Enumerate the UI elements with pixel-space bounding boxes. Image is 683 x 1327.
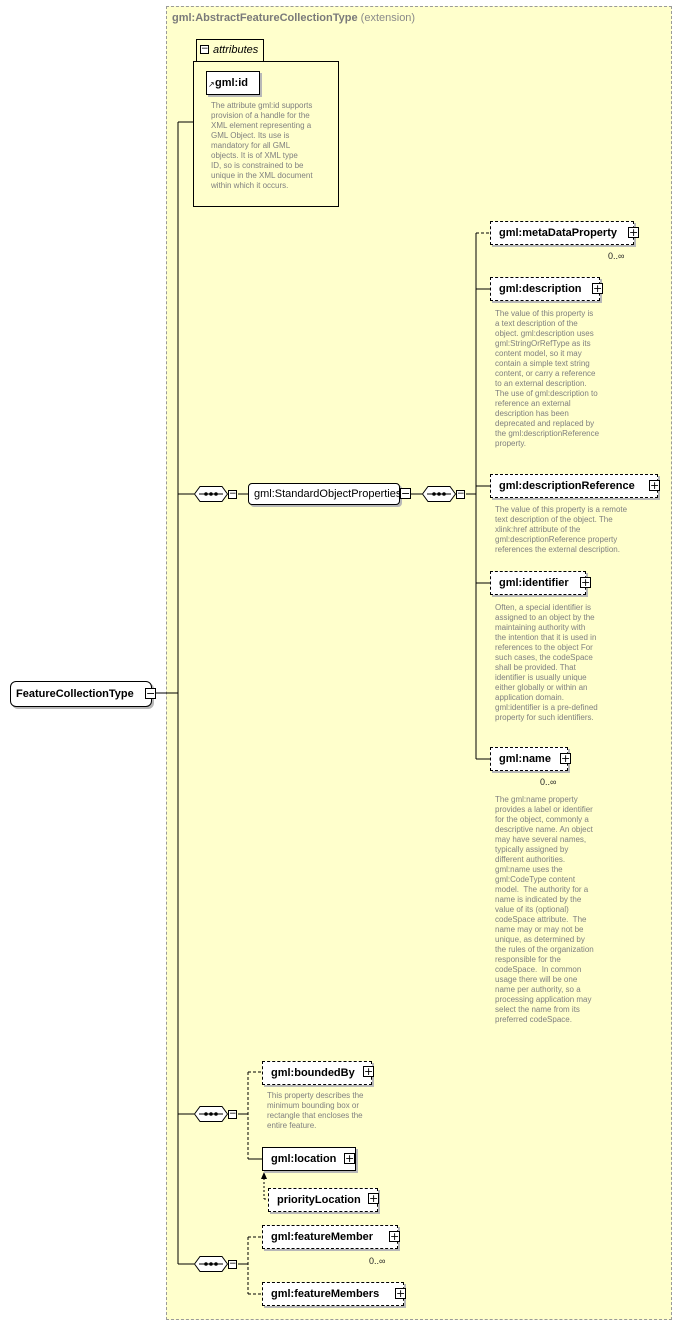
- element-label: gml:featureMembers: [271, 1288, 380, 1300]
- expand-icon[interactable]: +: [560, 752, 571, 765]
- sequence-compositor-icon[interactable]: [422, 486, 456, 502]
- group-label: gml:StandardObjectProperties: [254, 488, 402, 500]
- element-description[interactable]: gml:description: [490, 277, 600, 301]
- element-description-doc: The value of this property is a text des…: [495, 309, 600, 448]
- root-label: FeatureCollectionType: [16, 688, 134, 700]
- collapse-icon[interactable]: −: [228, 1109, 237, 1119]
- element-label: gml:boundedBy: [271, 1067, 355, 1079]
- element-name-doc: The gml:name property provides a label o…: [495, 795, 594, 1024]
- element-priority-location[interactable]: priorityLocation: [268, 1188, 378, 1212]
- extension-title: gml:AbstractFeatureCollectionType (exten…: [172, 12, 415, 24]
- expand-icon[interactable]: +: [395, 1287, 406, 1300]
- element-location[interactable]: gml:location: [262, 1147, 356, 1171]
- expand-icon[interactable]: +: [363, 1065, 374, 1078]
- element-feature-member[interactable]: gml:featureMember: [262, 1225, 398, 1249]
- collapse-icon[interactable]: −: [145, 687, 156, 700]
- element-label: gml:identifier: [499, 577, 569, 589]
- attribute-gml-id-label: gml:id: [215, 77, 248, 89]
- sequence-compositor-icon[interactable]: [194, 1106, 228, 1122]
- element-label: gml:descriptionReference: [499, 480, 635, 492]
- collapse-icon[interactable]: −: [200, 44, 209, 54]
- element-bounded-by-doc: This property describes the minimum boun…: [267, 1091, 364, 1130]
- element-label: priorityLocation: [277, 1194, 361, 1206]
- sequence-compositor-icon[interactable]: [194, 486, 228, 502]
- expand-icon[interactable]: +: [344, 1152, 355, 1165]
- attributes-tab[interactable]: − attributes: [196, 39, 264, 61]
- sequence-compositor-icon[interactable]: [194, 1256, 228, 1272]
- attribute-gml-id-doc: The attribute gml:id supports provision …: [211, 101, 313, 190]
- expand-icon[interactable]: +: [389, 1230, 400, 1243]
- element-description-reference[interactable]: gml:descriptionReference: [490, 474, 658, 498]
- element-identifier-doc: Often, a special identifier is assigned …: [495, 603, 598, 722]
- element-label: gml:description: [499, 283, 582, 295]
- cardinality-label: 0..∞: [369, 1256, 386, 1266]
- element-label: gml:metaDataProperty: [499, 227, 617, 239]
- expand-icon[interactable]: +: [580, 576, 591, 589]
- extension-type-name: gml:AbstractFeatureCollectionType: [172, 12, 358, 24]
- attributes-tab-label: attributes: [213, 44, 259, 56]
- element-bounded-by[interactable]: gml:boundedBy: [262, 1061, 372, 1085]
- element-label: gml:featureMember: [271, 1231, 374, 1243]
- collapse-icon[interactable]: −: [228, 489, 237, 499]
- element-label: gml:name: [499, 753, 551, 765]
- expand-icon[interactable]: +: [368, 1192, 379, 1205]
- element-description-reference-doc: The value of this property is a remote t…: [495, 505, 628, 554]
- collapse-icon[interactable]: −: [400, 487, 411, 500]
- reference-arrow-icon: ↗: [208, 80, 215, 89]
- element-label: gml:location: [271, 1153, 337, 1165]
- element-metadata-property[interactable]: gml:metaDataProperty: [490, 221, 634, 245]
- attribute-gml-id[interactable]: gml:id ↗: [206, 71, 260, 95]
- collapse-icon[interactable]: −: [228, 1259, 237, 1269]
- standard-object-properties-group[interactable]: gml:StandardObjectProperties: [248, 483, 402, 505]
- cardinality-label: 0..∞: [608, 251, 625, 261]
- expand-icon[interactable]: +: [628, 226, 639, 239]
- expand-icon[interactable]: +: [649, 479, 660, 492]
- expand-icon[interactable]: +: [592, 282, 603, 295]
- feature-collection-type-node[interactable]: FeatureCollectionType: [10, 681, 152, 707]
- cardinality-label: 0..∞: [540, 777, 557, 787]
- collapse-icon[interactable]: −: [456, 489, 465, 499]
- extension-note: (extension): [360, 12, 416, 24]
- element-name[interactable]: gml:name: [490, 747, 568, 771]
- element-identifier[interactable]: gml:identifier: [490, 571, 586, 595]
- element-feature-members[interactable]: gml:featureMembers: [262, 1282, 404, 1306]
